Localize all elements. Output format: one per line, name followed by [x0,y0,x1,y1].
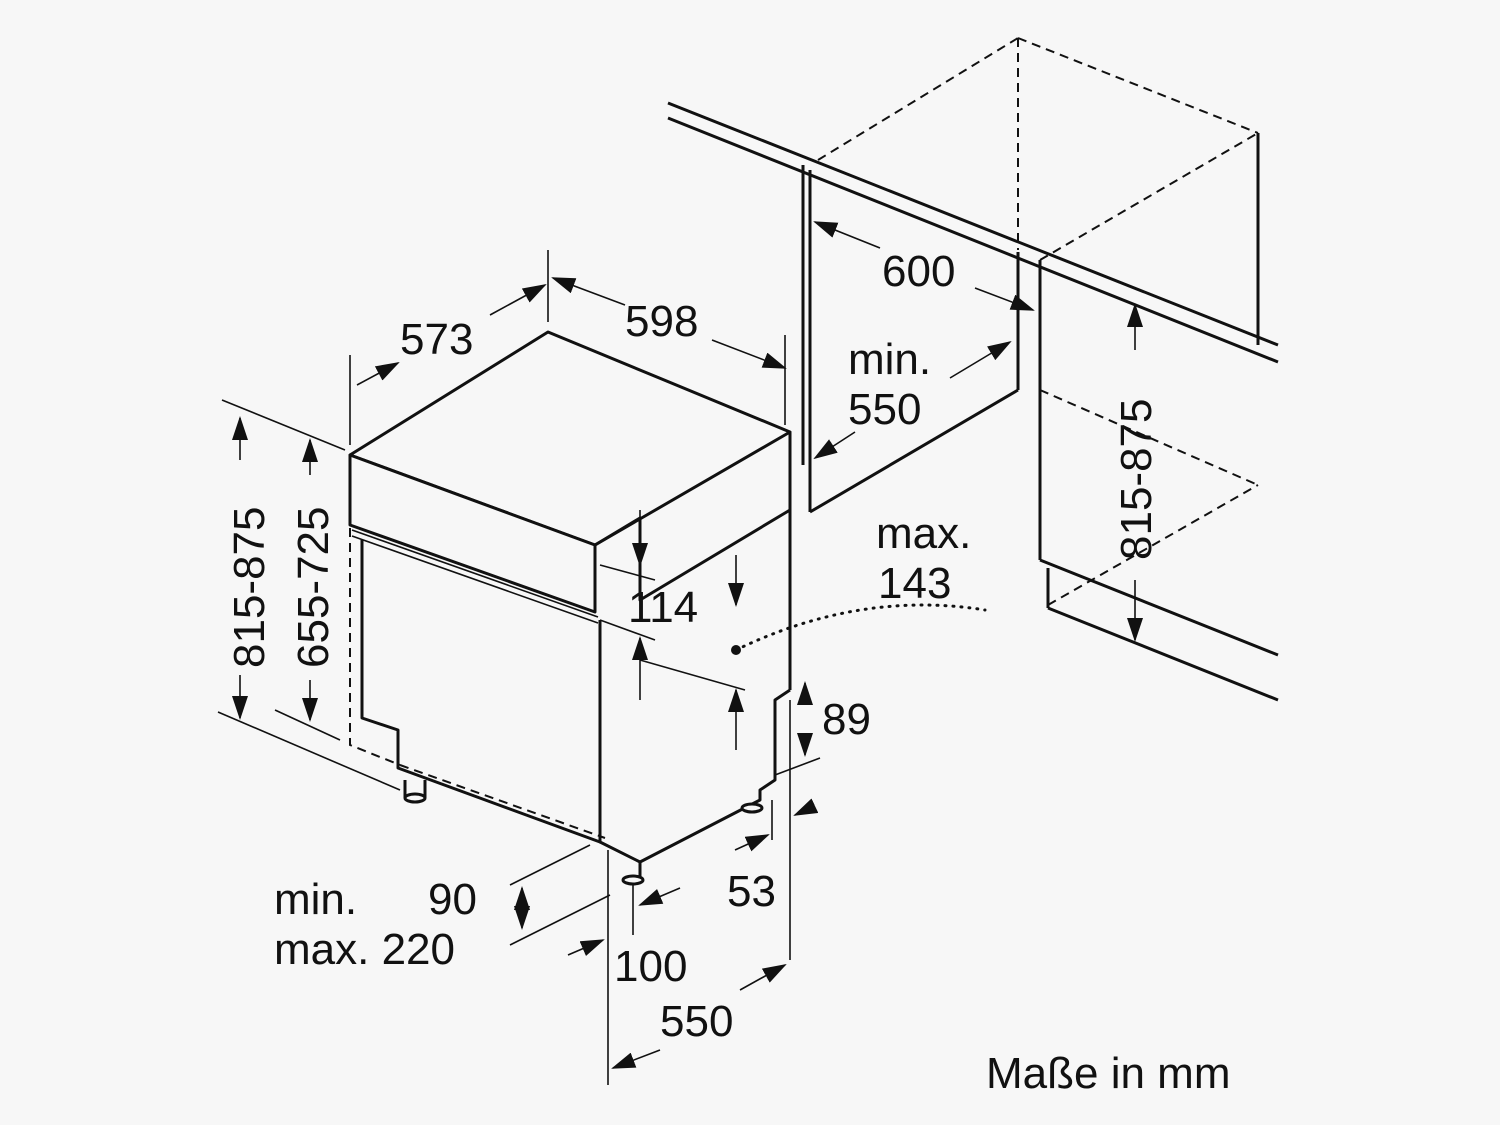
units-note: Maße in mm [986,1049,1230,1098]
label-width-598: 598 [625,297,698,346]
dimension-labels: 573 598 600 min. 550 max. 143 815-875 65… [225,247,1230,1098]
label-offset-100: 100 [614,942,687,991]
label-height-815-875-left: 815-875 [225,507,274,668]
label-niche-width-600: 600 [882,247,955,296]
dimension-lines [217,221,1143,1085]
label-height-655-725: 655-725 [289,507,338,668]
label-niche-min: min. [848,335,931,384]
label-plinth-89: 89 [822,695,871,744]
label-panel-114: 114 [628,583,698,632]
label-plinth-min: min. [274,875,357,924]
dishwasher-body [348,330,792,886]
label-plinth-max-220: max. 220 [274,925,455,974]
label-plinth-90: 90 [428,875,477,924]
label-height-815-875-right: 815-875 [1112,399,1161,560]
label-max-143: 143 [878,559,951,608]
label-depth-573: 573 [400,315,473,364]
label-depth-550: 550 [660,997,733,1046]
label-max: max. [876,509,971,558]
label-niche-depth-550: 550 [848,385,921,434]
kitchen-cabinet-niche [667,37,1279,702]
label-offset-53: 53 [727,867,776,916]
